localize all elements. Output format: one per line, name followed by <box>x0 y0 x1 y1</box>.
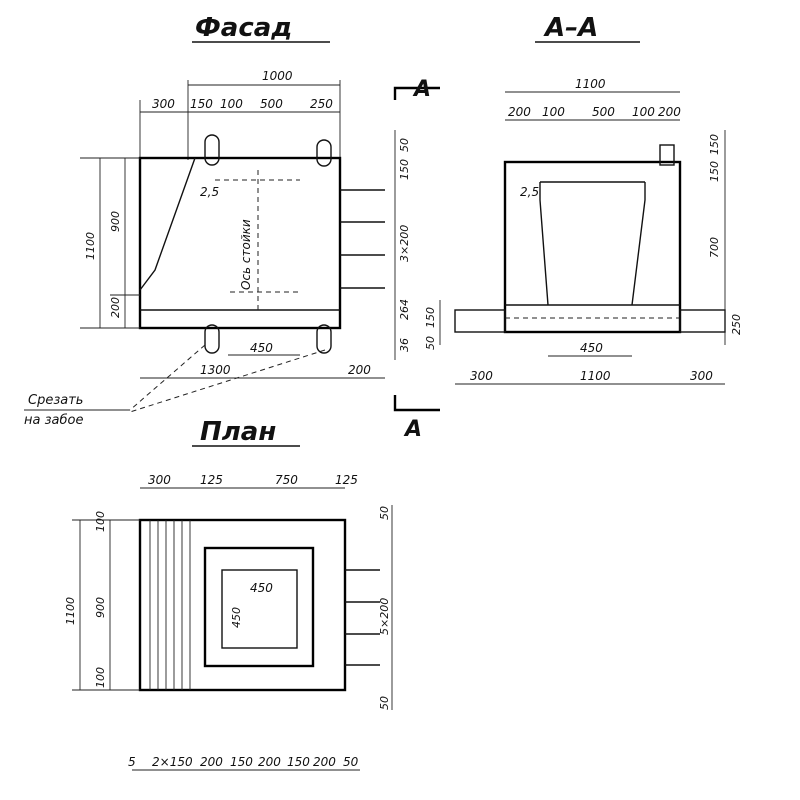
facade-note-line-1: Срезать <box>28 393 83 408</box>
section-bottom-dim-1: 300 <box>470 369 493 383</box>
facade-top-dim-1: 300 <box>152 97 175 111</box>
section-top-dim-1: 200 <box>508 105 531 119</box>
section-left-dim-2: 50 <box>424 336 437 350</box>
facade-bottom-inner: 450 <box>250 341 273 355</box>
plan-hatching <box>149 520 191 690</box>
plan-left-total: 1100 <box>64 597 77 625</box>
facade-bottom-total: 1300 <box>200 363 231 377</box>
section-top-dim-4: 100 <box>632 105 655 119</box>
facade-top-dim-4: 500 <box>260 97 283 111</box>
facade-top-dim-5: 250 <box>310 97 333 111</box>
section-right-dim-3: 700 <box>708 237 721 258</box>
plan-left-dim-1: 100 <box>94 511 107 532</box>
section-top-dim-2: 100 <box>542 105 565 119</box>
plan-bottom-dim-8: 50 <box>343 755 359 769</box>
facade-lifting-loop-top-left <box>204 134 220 166</box>
section-top-dim-5: 200 <box>658 105 681 119</box>
section-body <box>503 160 682 334</box>
plan-opening-inner <box>221 569 298 649</box>
section-bottom-dim-2: 1100 <box>580 369 611 383</box>
facade-left-dim-2: 200 <box>109 297 122 318</box>
plan-title: План <box>200 417 276 447</box>
plan-body <box>138 518 347 692</box>
note-leader-2 <box>129 349 326 413</box>
facade-left-dim-1: 900 <box>109 211 122 232</box>
facade-lifting-loop-bottom-left <box>204 324 220 354</box>
section-top-total: 1100 <box>575 77 606 91</box>
facade-right-dim-5: 36 <box>398 338 411 352</box>
facade-top-total: 1000 <box>262 69 293 83</box>
section-mark-top <box>393 86 440 100</box>
facade-right-dim-1: 50 <box>398 138 411 152</box>
plan-view: План 300 125 750 125 450 450 11 <box>64 417 393 771</box>
plan-top-dim-2: 125 <box>200 473 223 487</box>
plan-bottom-dim-3: 200 <box>200 755 223 769</box>
facade-top-dim-2: 150 <box>190 97 213 111</box>
section-bottom-inner: 450 <box>580 341 603 355</box>
section-title: А–А <box>543 13 598 43</box>
facade-bottom-right: 200 <box>348 363 371 377</box>
facade-body <box>138 156 342 330</box>
plan-top-dim-4: 125 <box>335 473 358 487</box>
section-slope: 2,5 <box>520 185 539 199</box>
section-mark-top-label: А <box>412 77 431 102</box>
section-mark-bottom <box>393 395 440 412</box>
facade-slope: 2,5 <box>200 185 219 199</box>
facade-axis-label: Ось стойки <box>239 219 253 290</box>
facade-note-line-2: на забое <box>24 413 83 428</box>
section-slab-left <box>454 309 506 333</box>
section-lug <box>659 144 675 166</box>
section-right-dim-1: 150 <box>708 134 721 155</box>
facade-view: Фасад 1000 300 150 100 500 250 Ось стойк… <box>24 13 440 442</box>
plan-top-dim-3: 750 <box>275 473 298 487</box>
plan-left-dim-2: 900 <box>94 597 107 618</box>
plan-left-dim-3: 100 <box>94 667 107 688</box>
plan-top-dim-1: 300 <box>148 473 171 487</box>
section-top-dim-3: 500 <box>592 105 615 119</box>
section-bottom-dim-3: 300 <box>690 369 713 383</box>
plan-bottom-dim-2: 2×150 <box>152 755 193 769</box>
facade-right-dim-3: 3×200 <box>398 225 411 262</box>
facade-lifting-loop-top-right <box>316 139 332 167</box>
plan-inner-width: 450 <box>250 581 273 595</box>
note-leader-1 <box>129 344 206 411</box>
plan-bottom-dim-7: 200 <box>313 755 336 769</box>
section-left-dim-1: 150 <box>424 307 437 328</box>
section-slab-right <box>679 309 726 333</box>
section-right-dim-4: 250 <box>730 314 743 335</box>
plan-inner-height: 450 <box>230 607 243 628</box>
section-right-dim-2: 150 <box>708 161 721 182</box>
facade-title: Фасад <box>195 13 292 43</box>
plan-right-dim-1: 50 <box>378 506 391 520</box>
plan-right-dim-3: 50 <box>378 696 391 710</box>
facade-bevel <box>139 157 196 291</box>
plan-bottom-dim-1: 5 <box>128 755 136 769</box>
facade-top-dim-3: 100 <box>220 97 243 111</box>
facade-right-dim-4: 264 <box>398 299 411 320</box>
facade-right-dim-2: 150 <box>398 159 411 180</box>
facade-left-total: 1100 <box>84 232 97 260</box>
facade-lifting-loop-bottom-right <box>316 324 332 354</box>
plan-bottom-dim-6: 150 <box>287 755 310 769</box>
section-inner-left <box>539 182 549 306</box>
section-view: А–А 1100 200 100 500 100 200 2,5 150 150… <box>424 13 743 385</box>
plan-right-dim-2: 5×200 <box>378 598 391 635</box>
section-mark-bottom-label: А <box>403 417 422 442</box>
plan-opening-outer <box>203 546 315 668</box>
section-inner-right <box>631 182 646 306</box>
plan-bottom-dim-5: 200 <box>258 755 281 769</box>
plan-bottom-dim-4: 150 <box>230 755 253 769</box>
